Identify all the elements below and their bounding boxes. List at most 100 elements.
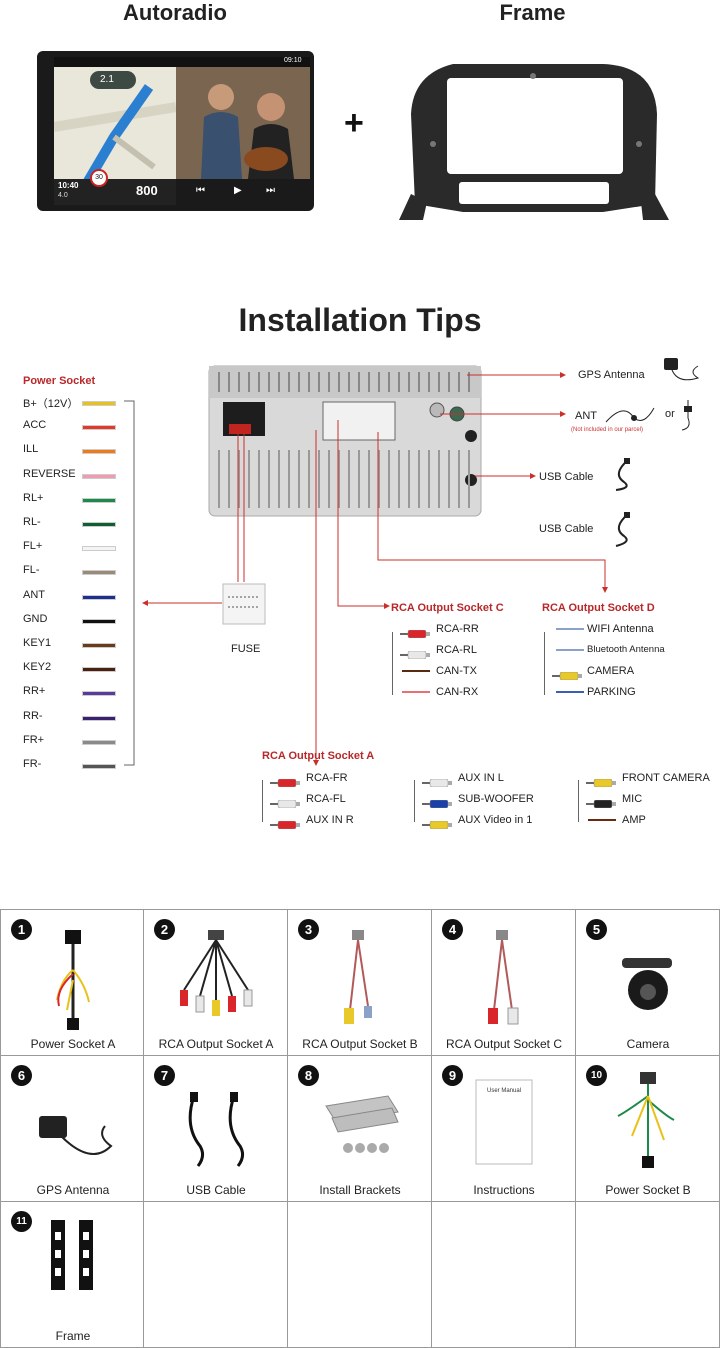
ant-note: (Not included in our parcel)	[571, 427, 644, 433]
part-image	[488, 930, 519, 1025]
part-number-badge: 6	[11, 1065, 32, 1086]
part-label: RCA Output Socket B	[302, 1037, 418, 1051]
rca-plug-icon	[400, 646, 430, 660]
wire-line	[556, 691, 584, 693]
bracket	[544, 632, 551, 695]
nav-distance: 2.1	[90, 71, 136, 89]
wire-line	[402, 670, 430, 672]
power-wire-label: RL-	[23, 516, 41, 528]
part-number-badge: 11	[11, 1211, 32, 1232]
part-image	[39, 1116, 113, 1155]
part-number-badge: 1	[11, 919, 32, 940]
part-number-badge: 3	[298, 919, 319, 940]
power-socket-bracket	[124, 400, 135, 766]
part-image	[188, 1092, 245, 1167]
power-socket-title: Power Socket	[23, 375, 96, 387]
socket-d-item: PARKING	[587, 686, 636, 698]
power-wire-label: KEY1	[23, 637, 52, 649]
socket-d-title: RCA Output Socket D	[542, 602, 655, 614]
socket-d-item: CAMERA	[587, 665, 635, 677]
gps-antenna-icon	[664, 358, 700, 381]
rca-plug-icon	[422, 774, 452, 788]
rca-plug-icon	[552, 667, 582, 681]
video-still	[176, 67, 310, 179]
part-image	[180, 930, 253, 1016]
power-wire-label: RR+	[23, 685, 46, 698]
rca-plug-icon	[422, 795, 452, 809]
power-wire-label: GND	[23, 612, 48, 625]
play-icon[interactable]: ▶	[234, 185, 242, 196]
empty-cell	[576, 1202, 720, 1348]
rca-plug-icon	[270, 795, 300, 809]
power-wire-label: B+（12V）	[23, 398, 79, 410]
plus-sign: +	[344, 104, 364, 142]
ant-label: ANT	[575, 410, 597, 422]
status-time: 09:10	[284, 57, 302, 64]
socket-a-item: AUX IN L	[458, 772, 504, 784]
socket-a-item: SUB-WOOFER	[458, 793, 534, 805]
power-wire-label: FR-	[23, 758, 42, 770]
part-number-badge: 10	[586, 1065, 607, 1086]
part-number-badge: 7	[154, 1065, 175, 1086]
power-wire-label: RL+	[23, 491, 44, 504]
power-wire	[82, 594, 116, 600]
power-wire-label: FR+	[23, 733, 45, 746]
rca-plug-icon	[270, 774, 300, 788]
usb-cable-label-2: USB Cable	[539, 523, 594, 535]
power-wire-label: FL-	[23, 564, 40, 577]
power-wire	[82, 522, 116, 527]
clock: 10:40	[58, 181, 79, 190]
next-icon[interactable]: ⏭	[266, 185, 275, 196]
empty-cell	[432, 1202, 576, 1348]
power-wire-label: REVERSE	[23, 467, 76, 480]
power-wire	[82, 570, 116, 576]
part-image	[325, 1095, 399, 1153]
head-unit-rear	[208, 365, 482, 517]
rca-plug-icon	[586, 795, 616, 809]
power-wire	[82, 739, 116, 745]
prev-icon[interactable]: ⏮	[196, 185, 205, 196]
power-wire	[82, 401, 116, 406]
part-image	[475, 1079, 533, 1165]
power-wire	[82, 715, 116, 721]
wire-line	[556, 628, 584, 630]
part-image	[56, 930, 90, 1030]
usb-cable-icon-1	[615, 458, 630, 491]
part-label: Camera	[626, 1037, 670, 1051]
power-wire-label: RR-	[23, 709, 43, 722]
fuse-label: FUSE	[231, 643, 261, 655]
part-number-badge: 9	[442, 1065, 463, 1086]
empty-cell	[288, 1202, 432, 1348]
part-number-badge: 4	[442, 919, 463, 940]
part-label: GPS Antenna	[36, 1183, 110, 1197]
power-wire	[82, 473, 116, 479]
part-label: RCA Output Socket C	[445, 1037, 563, 1051]
power-wire	[82, 546, 116, 552]
power-wire-label: KEY2	[23, 661, 52, 674]
empty-cell	[144, 1202, 288, 1348]
rca-plug-icon	[586, 774, 616, 788]
socket-a-item: MIC	[622, 793, 643, 805]
socket-a-item: RCA-FR	[306, 772, 348, 784]
part-label: Install Brackets	[319, 1183, 401, 1197]
distance-readout: 800	[136, 183, 158, 198]
socket-c-item: RCA-RL	[436, 644, 477, 656]
socket-c-item: CAN-RX	[436, 686, 479, 698]
part-number-badge: 2	[154, 919, 175, 940]
part-image	[622, 958, 672, 1010]
bracket	[578, 780, 585, 822]
socket-a-item: AUX Video in 1	[458, 814, 533, 826]
autoradio-image: 09:10 2.1 10:40 4.0 30 800 ⏮ ▶ ⏭	[37, 51, 314, 211]
power-wire	[82, 497, 116, 503]
part-label: USB Cable	[186, 1183, 246, 1197]
bracket	[392, 632, 399, 695]
part-label: Power Socket A	[30, 1037, 116, 1051]
